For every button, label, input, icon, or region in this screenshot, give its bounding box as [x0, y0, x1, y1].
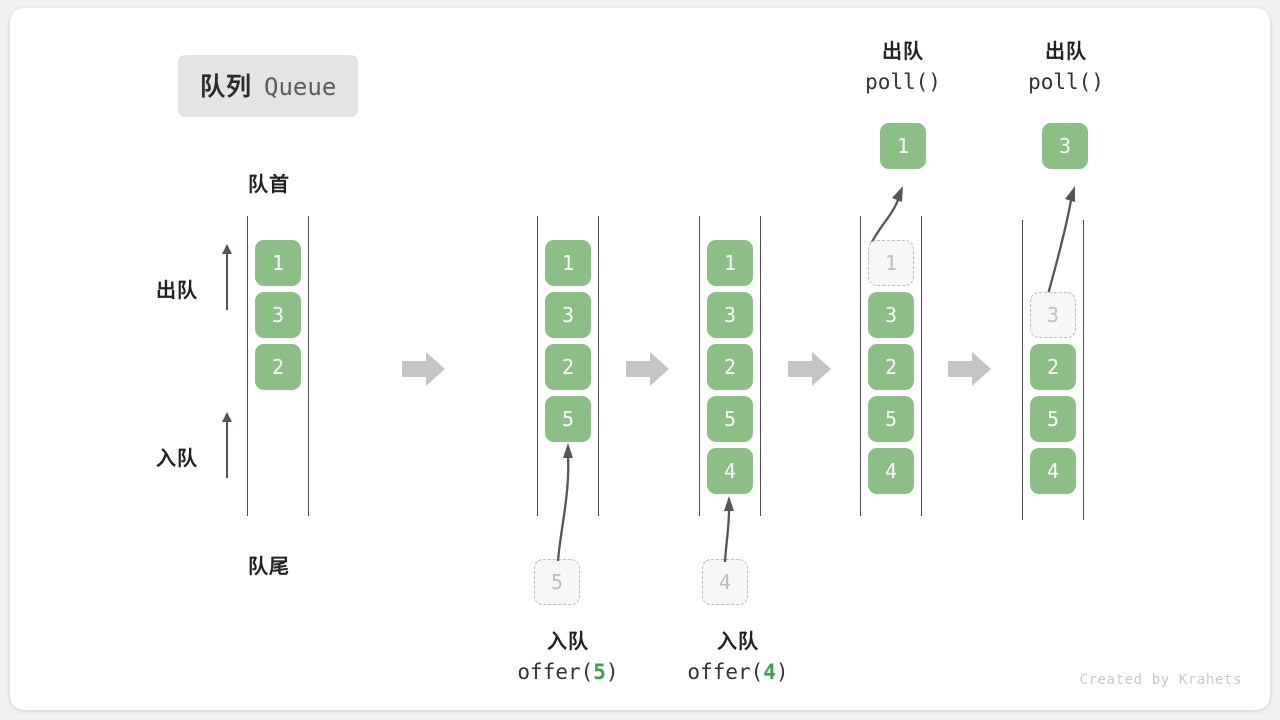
- op-label-step3: 入队 offer(4): [650, 628, 826, 687]
- queue-track-step4: 1 3 2 5 4: [860, 216, 922, 516]
- op-label-call: poll(): [1028, 70, 1104, 94]
- label-enqueue: 入队: [156, 448, 198, 470]
- enqueue-arrow-icon: [221, 412, 233, 478]
- op-label-cn: 出队: [882, 41, 924, 63]
- queue-track-step5: 3 2 5 4: [1022, 220, 1084, 520]
- queue-cell-ghost: 3: [1030, 292, 1076, 338]
- op-label-cn: 入队: [547, 631, 589, 653]
- track-rail-right: [598, 216, 599, 516]
- track-rail-right: [1083, 220, 1084, 520]
- op-label-call: offer(4): [687, 660, 789, 684]
- queue-cell: 2: [1030, 344, 1076, 390]
- queue-cell: 1: [255, 240, 301, 286]
- queue-cell-ghost: 1: [868, 240, 914, 286]
- queue-cell: 2: [545, 344, 591, 390]
- op-label-cn: 出队: [1045, 41, 1087, 63]
- queue-cell: 1: [545, 240, 591, 286]
- track-rail-left: [860, 216, 861, 516]
- queue-cell: 1: [707, 240, 753, 286]
- step-arrow-icon: [626, 350, 670, 388]
- queue-track-step3: 1 3 2 5 4: [699, 216, 761, 516]
- op-label-step5: 出队 poll(): [978, 38, 1154, 97]
- title-badge: 队列 Queue: [178, 55, 359, 117]
- queue-cell: 3: [868, 292, 914, 338]
- op-label-cn: 入队: [717, 631, 759, 653]
- queue-cell: 5: [1030, 396, 1076, 442]
- track-rail-right: [760, 216, 761, 516]
- title-english: Queue: [264, 73, 337, 101]
- queue-cell: 2: [868, 344, 914, 390]
- label-front: 队首: [248, 174, 290, 196]
- step-arrow-icon: [402, 350, 446, 388]
- op-label-call: poll(): [865, 70, 941, 94]
- track-rail-left: [247, 216, 248, 516]
- queue-cell: 5: [545, 396, 591, 442]
- queue-cell: 4: [707, 448, 753, 494]
- title-chinese: 队列: [200, 73, 253, 101]
- queue-cell: 5: [707, 396, 753, 442]
- step-arrow-icon: [948, 350, 992, 388]
- op-label-call: offer(5): [517, 660, 619, 684]
- queue-cell: 3: [545, 292, 591, 338]
- queue-cell: 2: [707, 344, 753, 390]
- step-arrow-icon: [788, 350, 832, 388]
- label-rear: 队尾: [248, 556, 290, 578]
- track-rail-left: [537, 216, 538, 516]
- track-rail-left: [699, 216, 700, 516]
- credit-text: Created by Krahets: [1079, 672, 1242, 688]
- popped-cell: 3: [1042, 123, 1088, 169]
- dequeue-arrow-icon: [221, 244, 233, 310]
- op-label-step2: 入队 offer(5): [480, 628, 656, 687]
- queue-cell: 4: [1030, 448, 1076, 494]
- track-rail-right: [308, 216, 309, 516]
- queue-track-step2: 1 3 2 5: [537, 216, 599, 516]
- op-label-step4: 出队 poll(): [815, 38, 991, 97]
- incoming-ghost-cell: 4: [702, 559, 748, 605]
- popped-cell: 1: [880, 123, 926, 169]
- incoming-ghost-cell: 5: [534, 559, 580, 605]
- track-rail-left: [1022, 220, 1023, 520]
- diagram-card: 队列 Queue 队首 队尾 出队 入队 1 3 2 1 3 2 5 5 入队 …: [10, 8, 1270, 710]
- label-dequeue: 出队: [156, 280, 198, 302]
- queue-cell: 3: [707, 292, 753, 338]
- track-rail-right: [921, 216, 922, 516]
- queue-cell: 3: [255, 292, 301, 338]
- queue-cell: 2: [255, 344, 301, 390]
- queue-track-step1: 1 3 2: [247, 216, 309, 516]
- queue-cell: 4: [868, 448, 914, 494]
- queue-cell: 5: [868, 396, 914, 442]
